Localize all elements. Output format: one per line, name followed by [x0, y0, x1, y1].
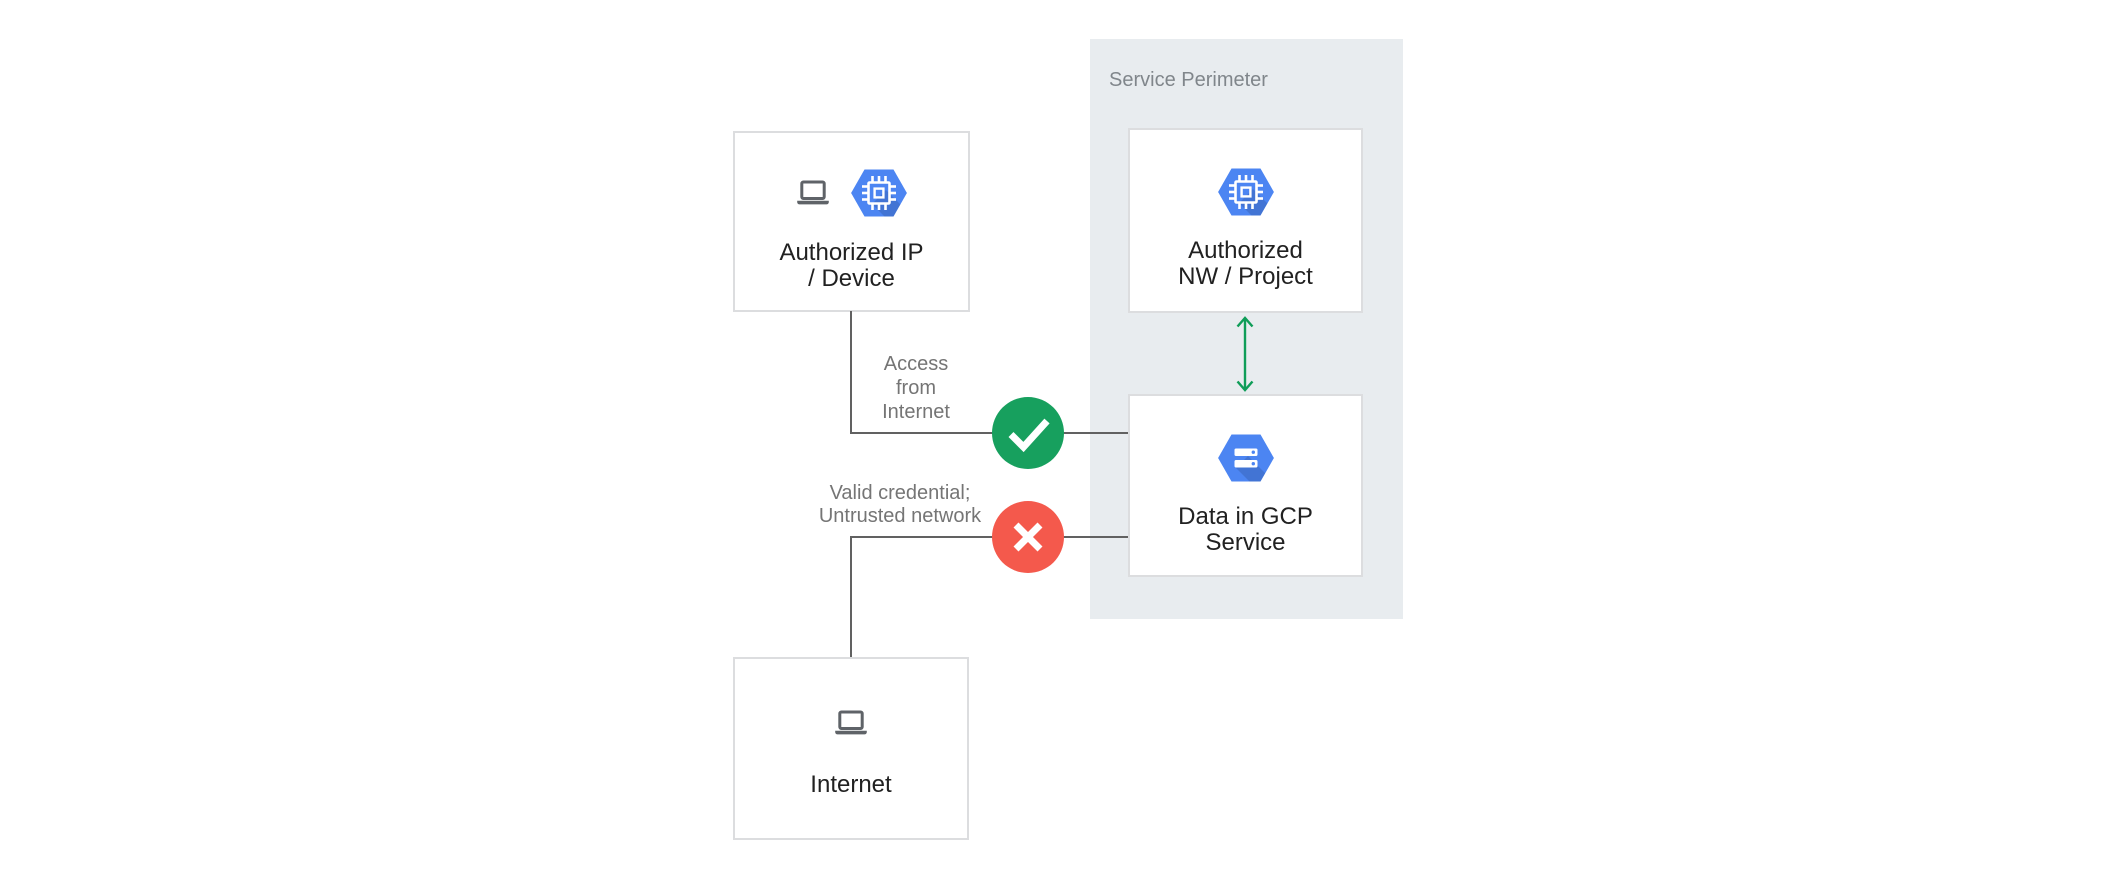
node-internet: Internet: [733, 657, 969, 840]
node-icon-group: [1130, 432, 1361, 484]
service-perimeter-label: Service Perimeter: [1109, 69, 1268, 91]
laptop-icon: [795, 180, 831, 206]
laptop-icon: [833, 710, 869, 736]
node-data-in-gcp-service: Data in GCP Service: [1128, 394, 1363, 577]
node-icon-group: [735, 167, 968, 219]
node-authorized-nw-project: Authorized NW / Project: [1128, 128, 1363, 313]
gcp-chip-hexagon-icon: [1217, 167, 1275, 217]
node-label-data-in-gcp-service: Data in GCP Service: [1178, 503, 1313, 556]
edge-label-untrusted-network: Valid credential; Untrusted network: [818, 482, 982, 527]
node-label-internet: Internet: [810, 771, 892, 798]
node-icon-group: [735, 697, 967, 749]
edge-label-access-from-internet: Access from Internet: [882, 353, 950, 423]
connector-internet-to-data: [850, 536, 1128, 657]
gcp-storage-hexagon-icon: [1217, 433, 1275, 483]
check-icon: [992, 397, 1064, 469]
node-icon-group: [1130, 166, 1361, 218]
gcp-chip-hexagon-icon: [850, 168, 908, 218]
node-label-authorized-nw-project: Authorized NW / Project: [1178, 237, 1313, 290]
node-label-authorized-ip-device: Authorized IP / Device: [779, 239, 924, 292]
node-authorized-ip-device: Authorized IP / Device: [733, 131, 970, 312]
